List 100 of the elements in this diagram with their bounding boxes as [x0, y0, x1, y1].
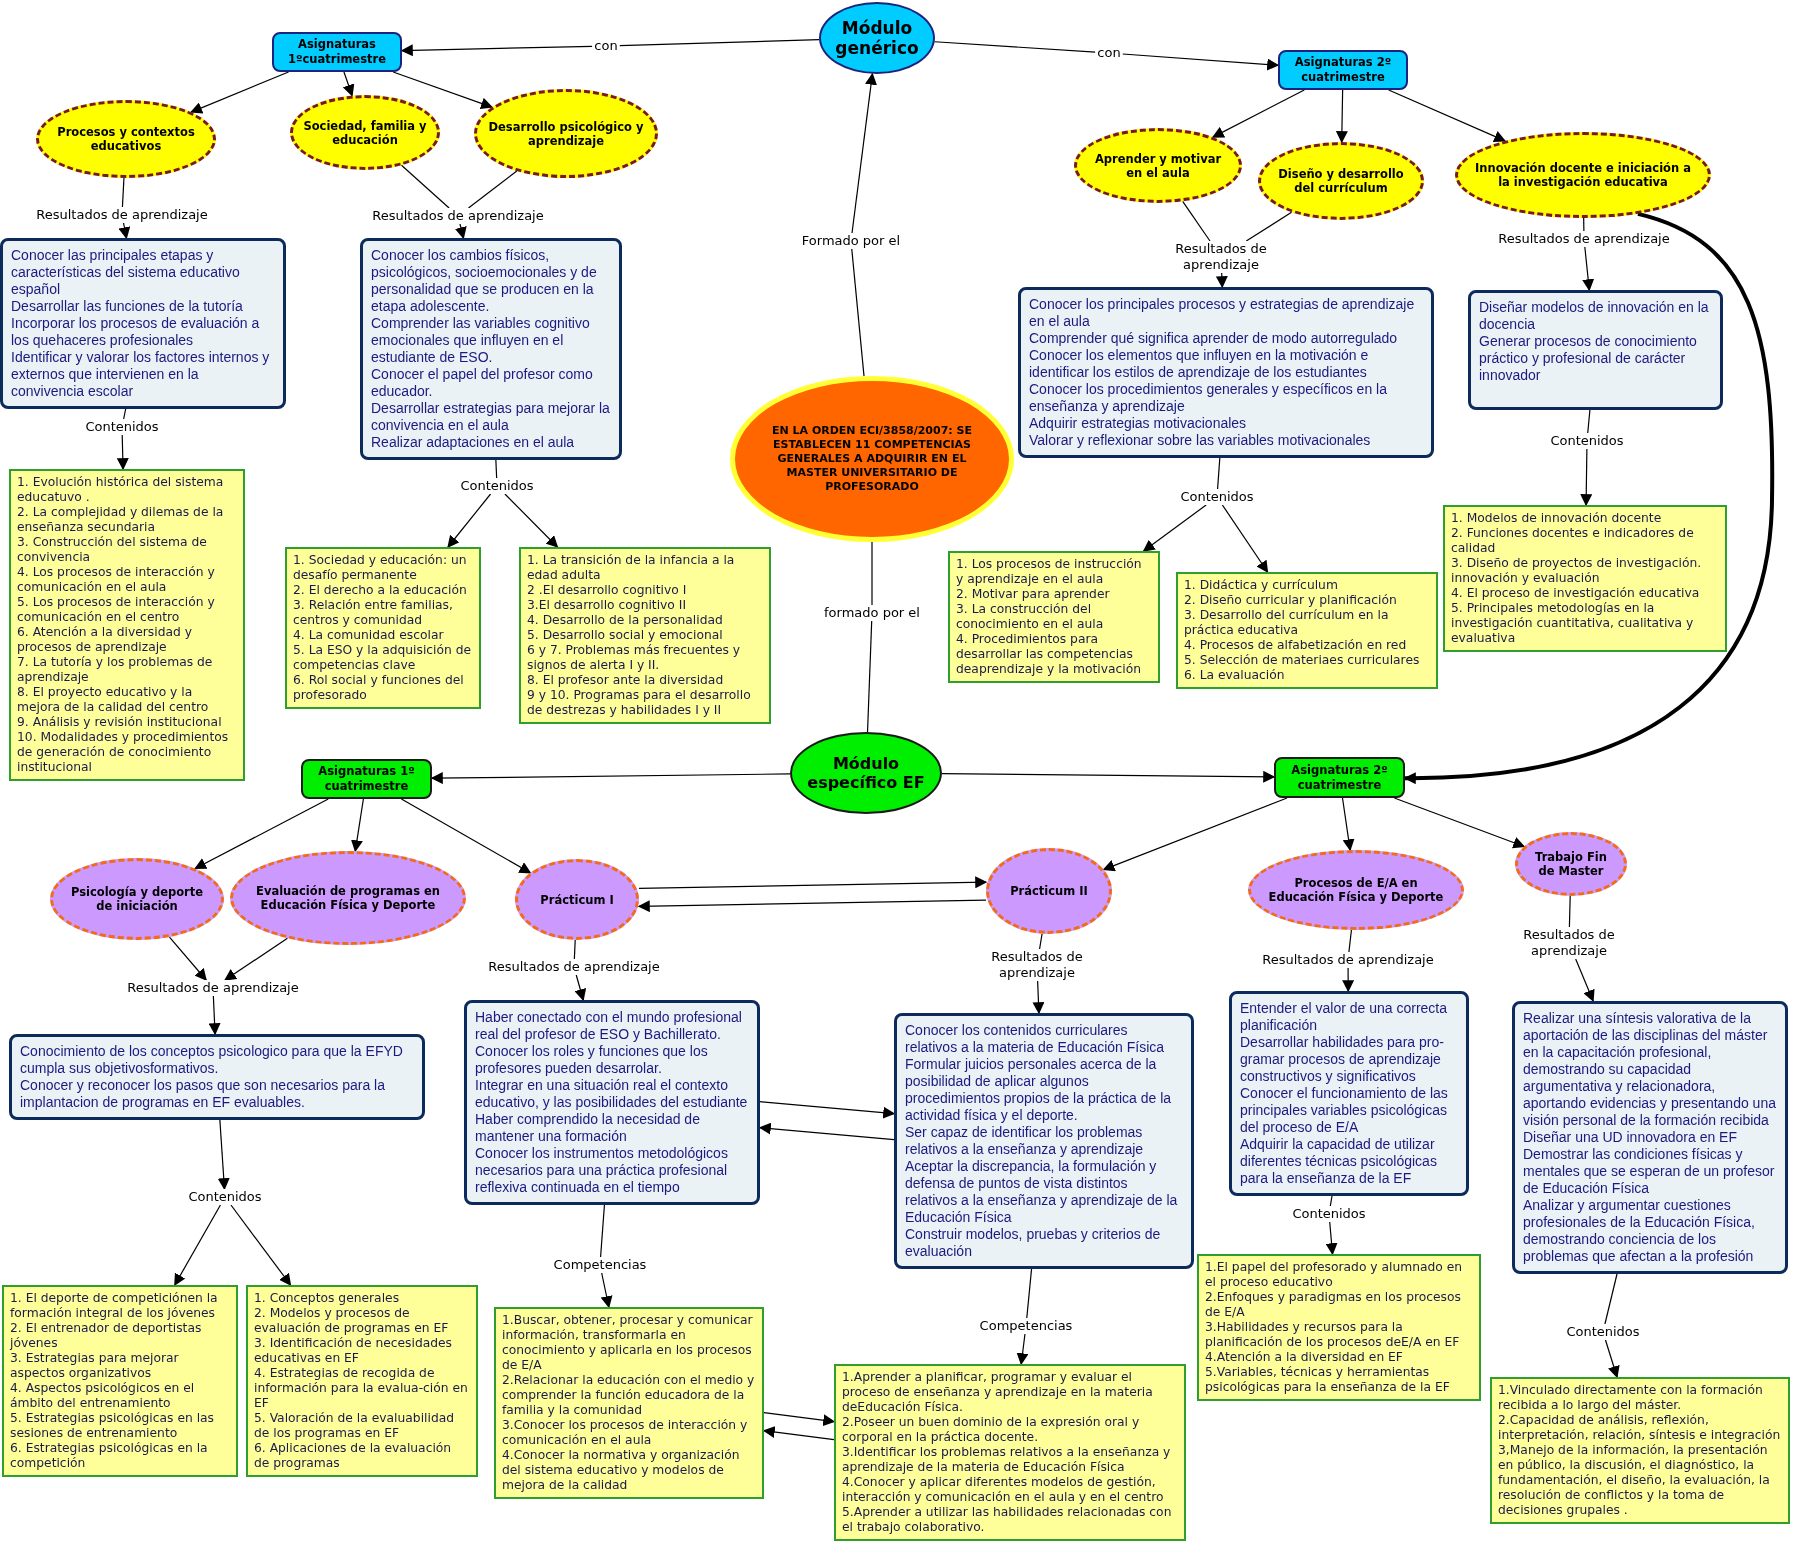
arrow [574, 974, 587, 1002]
connector-line [121, 177, 125, 208]
concept-label: Módulo genérico [834, 18, 920, 58]
concept-label: Sociedad, familia y educación [303, 118, 427, 147]
list-item: 2.Poseer un buen dominio de la expresión oral y corporal en la práctica docente. [842, 1415, 1141, 1445]
outcome-text: Desarrollar estrategias para mejorar la convivencia en el aula [371, 400, 611, 434]
arrow [1403, 211, 1775, 784]
concept-label: Asignaturas 1ºcuatrimestre [287, 37, 387, 67]
list-item: 10. Modalidades y procedimientos de generación de conocimiento institucional [17, 730, 230, 775]
arrow [600, 1272, 613, 1309]
arrow [174, 1204, 222, 1287]
arrow [1142, 504, 1207, 552]
list-item: 5. Estrategias psicológicas en las sesiones de entrenamiento [10, 1411, 215, 1441]
list-item: 1.El papel del profesorado y alumnado en el proceso educativo [1205, 1260, 1464, 1290]
arrow [208, 995, 221, 1036]
arrow [758, 1122, 895, 1141]
list-item: 1.Aprender a planificar, programar y evaluar el proceso de enseñanza y aprendizaje en la materia deEducación Física. [842, 1370, 1154, 1415]
outcome-text: Conocer las principales etapas y características del sistema educativo español [11, 247, 241, 298]
outcomes-box [1468, 290, 1723, 410]
arrow [1325, 1221, 1338, 1256]
list-item: 3. Construcción del sistema de convivencia [17, 535, 208, 565]
list-item: 3. Relación entre familias, centros y comunidad [293, 598, 454, 628]
list-item: 3.Habilidades y recursos para la planificación de los procesos deE/A en EF [1205, 1320, 1461, 1350]
list-item: 7. La tutoría y los problemas de aprendizaje [17, 655, 214, 685]
outcome-text: Conocer los procedimientos generales y específicos en la enseñanza y aprendizaje [1029, 381, 1388, 415]
content-list-box [1490, 1377, 1790, 1524]
arrow [763, 1411, 836, 1427]
connector-line [1348, 929, 1353, 953]
list-item: 8. El proyecto educativo y la mejora de la calidad del centro [17, 685, 210, 715]
connector-line [1245, 211, 1293, 242]
list-item: 3.El desarrollo cognitivo II [527, 598, 688, 613]
list-item: 3.Identificar los problemas relativos a la enseñanza y aprendizaje de la materia de Educación Física [842, 1445, 1172, 1475]
content-list-box [494, 1307, 764, 1499]
outcome-text: Ser capaz de identificar los problemas relativos a la enseñanza y aprendizaje [905, 1124, 1145, 1158]
outcomes-box [464, 1000, 760, 1205]
list-item: 2 .El desarrollo cognitivo I [527, 583, 688, 598]
linking-phrase: Resultados de aprendizaje [486, 959, 662, 975]
group-box [1278, 50, 1408, 90]
list-item: 2.Capacidad de análisis, reflexión, interpretación, relación, síntesis e integración [1498, 1413, 1782, 1443]
list-item: 4.Conocer la normativa y organización del sistema educativo y modelos de mejora de la calidad [502, 1448, 741, 1493]
arrow [430, 772, 791, 785]
outcomes-box [1512, 1001, 1788, 1274]
linking-phrase: formado por el [822, 605, 922, 621]
outcome-text: Conocer y reconocer los pasos que son necesarios para la implantacion de programas en EF evaluables. [20, 1077, 386, 1111]
group-box [1274, 757, 1405, 798]
arrow [1122, 53, 1280, 71]
list-item: 4.Conocer y aplicar diferentes modelos de gestión, interacción y comunicación en el aula y en el centro [842, 1475, 1165, 1505]
list-item: 5. Desarrollo social y emocional [527, 628, 724, 643]
outcome-text: Formular juicios personales acerca de la posibilidad de aplicar algunos procedimientos propios de la práctica de la actividad física y el deporte. [905, 1056, 1173, 1124]
arrow [217, 1119, 230, 1191]
arrow [1221, 504, 1269, 573]
connector-line [1587, 409, 1591, 434]
list-item: 6. Estrategias psicológicas en la competición [10, 1441, 209, 1471]
connector-line [1217, 457, 1221, 490]
list-item: 6 y 7. Problemas más frecuentes y signos de alerta I y II. [527, 643, 742, 673]
content-list-box [519, 547, 771, 724]
connector-line [467, 170, 518, 209]
outcome-text: Conocimiento de los conceptos psicologico para que la EFYD cumpla sus objetivosformativos. [20, 1043, 404, 1077]
list-item: 1. Modelos de innovación docente [1451, 511, 1663, 526]
connector-line [1568, 895, 1571, 928]
outcome-text: Realizar una síntesis valorativa de la aportación de las disciplinas del máster en la capacitación profesional, demostrando su capacidad argumentativa y relacionadora, aportando evidencias y presentando una visión personal de la formación recibida [1523, 1010, 1777, 1129]
list-item: 1. Evolución histórica del sistema educatuvo . [17, 475, 225, 505]
list-item: 2. El entrenador de deportistas jóvenes [10, 1321, 203, 1351]
arrow [1102, 797, 1288, 872]
outcome-text: Conocer los roles y funciones que los profesores pueden desarrolar. [475, 1043, 709, 1077]
list-item: 1.Buscar, obtener, procesar y comunicar información, transformarla en conocimiento y aplicarla en los procesos de E/A [502, 1313, 754, 1373]
arrow [351, 798, 364, 853]
concept-label: Diseño y desarrollo del currículum [1277, 167, 1405, 195]
arrow [194, 798, 329, 870]
list-item: 4. Desarrollo de la personalidad [527, 613, 724, 628]
arrow [638, 876, 988, 889]
list-item: 6. Rol social y funciones del profesorado [293, 673, 465, 703]
arrow [400, 44, 593, 57]
arrow [455, 223, 467, 240]
outcome-text: Desarrollar habilidades para pro-gramar procesos de aprendizaje constructivos y significativos [1240, 1034, 1445, 1085]
content-list-box [834, 1364, 1186, 1541]
list-item: 2. Diseño curricular y planificación [1184, 593, 1398, 608]
content-list-box [948, 551, 1160, 683]
content-list-box [1176, 572, 1438, 689]
content-list-box [1443, 505, 1727, 652]
list-item: 3. La construcción del conocimiento en el aula [956, 602, 1105, 632]
concept-label: Prácticum I [540, 892, 614, 907]
list-item: 6. Aplicaciones de la evaluación de programas [254, 1441, 453, 1471]
list-item: 2. Funciones docentes e indicadores de calidad [1451, 526, 1695, 556]
list-item: 5.Variables, técnicas y herramientas psicológicas para la enseñanza de la EF [1205, 1365, 1451, 1395]
list-item: 6. Atención a la diversidad y procesos de aprendizaje [17, 625, 193, 655]
outcome-text: Adquirir estrategias motivacionales [1029, 415, 1248, 432]
connector-line [1604, 1273, 1618, 1325]
connector-line [123, 408, 127, 420]
connector-line [866, 620, 873, 733]
concept-label: Asignaturas 2º cuatrimestre [1293, 55, 1393, 85]
list-item: 4. La comunidad escolar [293, 628, 445, 643]
linking-phrase: Contenidos [1564, 1324, 1642, 1340]
list-item: 4. Estrategias de recogida de información para la evalua-ción en EF [254, 1366, 469, 1411]
arrow [637, 899, 987, 913]
outcome-text: Diseñar una UD innovadora en EF [1523, 1129, 1738, 1146]
connector-line [851, 248, 865, 377]
group-box [272, 32, 402, 72]
arrow [116, 434, 129, 471]
concept-label: Procesos de E/A en Educación Física y Deporte [1267, 876, 1445, 904]
